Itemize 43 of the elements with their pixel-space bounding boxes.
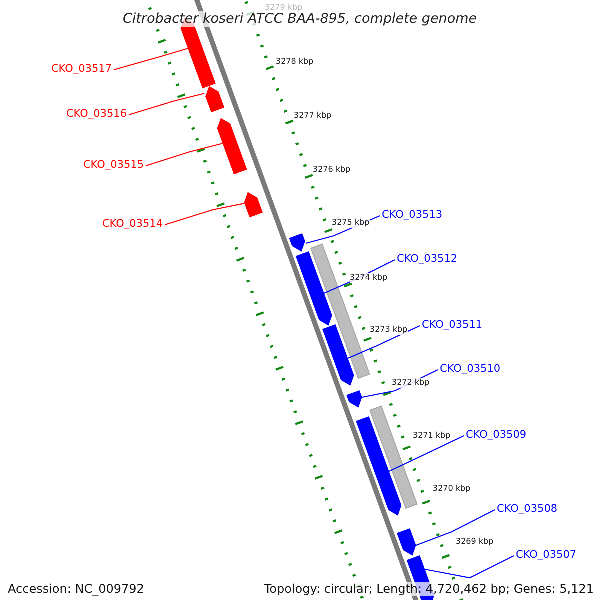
title: Citrobacter koseri ATCC BAA-895, complete genome [120, 11, 480, 27]
gene-label: CKO_03509 [466, 429, 527, 441]
info-text: Accession: NC_009792 [8, 582, 144, 596]
leader-line [348, 326, 420, 359]
leader-line [114, 48, 188, 71]
leader-line [128, 93, 205, 116]
scale-label: 3269 kbp [456, 537, 494, 547]
gene-label: CKO_03517 [46, 63, 112, 75]
gene-label: CKO_03515 [78, 159, 144, 171]
scale-label: 3272 kbp [392, 378, 430, 388]
info-text: Topology: circular; Length: 4,720,462 bp; Genes: 5,121 [264, 582, 594, 596]
gene-label: CKO_03510 [440, 363, 501, 375]
scale-label: 3278 kbp [276, 57, 314, 67]
gene-feature [206, 86, 225, 113]
gene-label: CKO_03516 [61, 108, 127, 120]
scale-label: 3274 kbp [350, 273, 388, 283]
gene-feature [322, 324, 354, 386]
gene-feature [289, 234, 306, 252]
gene-feature [346, 390, 362, 408]
leader-line [425, 556, 514, 579]
scale-label: 3275 kbp [332, 218, 370, 228]
leader-line [164, 203, 245, 226]
leader-line [416, 510, 496, 546]
gene-label: CKO_03514 [97, 218, 163, 230]
gene-feature [356, 416, 402, 516]
gene-feature [296, 252, 332, 326]
feature-bar [310, 244, 370, 380]
gene-feature [397, 528, 416, 556]
gene-label: CKO_03511 [422, 319, 483, 331]
scale-label: 3276 kbp [313, 165, 351, 175]
gene-label: CKO_03508 [497, 503, 558, 515]
scale-label: 3270 kbp [433, 484, 471, 494]
scale-label: 3279 kbp [265, 3, 303, 13]
scale-label: 3273 kbp [370, 325, 408, 335]
gene-label: CKO_03507 [516, 549, 577, 561]
gene-feature [244, 192, 263, 218]
leader-line [146, 143, 223, 167]
scale-label: 3277 kbp [294, 111, 332, 121]
gene-feature [217, 118, 248, 175]
gene-label: CKO_03512 [397, 253, 458, 265]
scale-label: 3271 kbp [413, 431, 451, 441]
leader-line [389, 436, 464, 472]
gene-label: CKO_03513 [382, 209, 443, 221]
